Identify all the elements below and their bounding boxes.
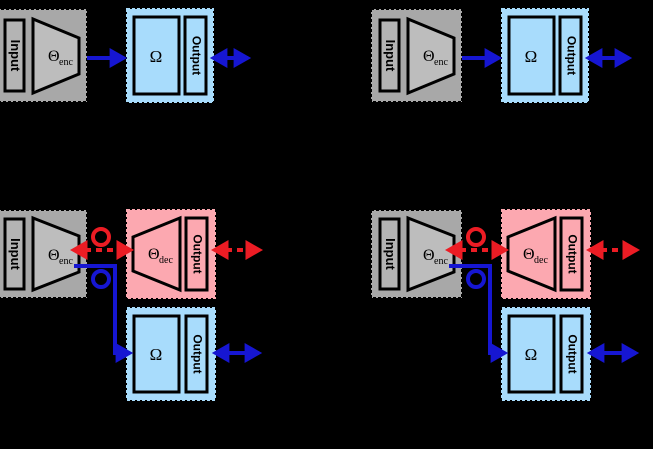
encoder-theta-sub: enc bbox=[59, 256, 73, 267]
omega-output-box bbox=[558, 15, 583, 96]
omega-output-box bbox=[184, 314, 209, 394]
omega-output-box bbox=[559, 314, 584, 394]
encoder-block[interactable]: Input Θ enc bbox=[0, 8, 88, 103]
decoder-output-box bbox=[559, 216, 584, 292]
encoder-trapezoid bbox=[406, 16, 456, 96]
decoder-block[interactable]: Θ dec Output bbox=[126, 209, 216, 299]
encoder-theta-sub: enc bbox=[434, 57, 448, 68]
omega-label: Ω bbox=[525, 47, 538, 66]
omega-label: Ω bbox=[525, 345, 538, 364]
encoder-theta-sub: enc bbox=[434, 256, 448, 267]
omega-block[interactable]: Ω Output bbox=[501, 8, 589, 103]
encoder-input-box bbox=[3, 217, 26, 291]
encoder-theta-label: Θ bbox=[48, 48, 60, 65]
encoder-block[interactable]: Input Θ enc bbox=[370, 8, 463, 103]
panel-top-left: Input Θ enc Ω Output bbox=[0, 8, 252, 103]
encoder-input-label: Input bbox=[8, 238, 23, 270]
panel-bottom-right: Input Θ enc Θ dec Output Ω Output bbox=[370, 209, 640, 401]
encoder-input-box bbox=[378, 217, 401, 291]
encoder-to-omega-arrow bbox=[449, 264, 509, 363]
omega-output-label: Output bbox=[190, 334, 204, 373]
omega-output-label: Output bbox=[189, 36, 203, 75]
red-circle-marker bbox=[466, 227, 486, 247]
encoder-input-label: Input bbox=[8, 40, 23, 72]
decoder-output-box bbox=[184, 216, 209, 292]
encoder-trapezoid bbox=[31, 215, 81, 293]
omega-block[interactable]: Ω Output bbox=[501, 307, 591, 401]
encoder-input-label: Input bbox=[383, 238, 398, 270]
encoder-trapezoid bbox=[406, 215, 456, 293]
decoder-theta-sub: dec bbox=[159, 255, 173, 266]
encoder-theta-sub: enc bbox=[59, 57, 73, 68]
encoder-theta-label: Θ bbox=[423, 247, 435, 264]
encoder-block[interactable]: Input Θ enc bbox=[0, 209, 88, 299]
omega-output-box bbox=[183, 15, 208, 96]
omega-output-label: Output bbox=[564, 36, 578, 75]
encoder-trapezoid bbox=[31, 16, 81, 96]
omega-output-label: Output bbox=[565, 334, 579, 373]
red-circle-marker bbox=[91, 227, 111, 247]
encoder-theta-label: Θ bbox=[48, 247, 60, 264]
encoder-to-omega-arrow bbox=[74, 264, 134, 363]
panel-top-right: Input Θ enc Ω Output bbox=[370, 8, 633, 103]
decoder-output-label: Output bbox=[190, 234, 204, 273]
omega-label: Ω bbox=[150, 47, 163, 66]
decoder-theta-sub: dec bbox=[534, 255, 548, 266]
encoder-block[interactable]: Input Θ enc bbox=[370, 209, 463, 299]
decoder-output-label: Output bbox=[565, 234, 579, 273]
blue-circle-marker bbox=[466, 269, 486, 289]
omega-body-box bbox=[507, 314, 556, 394]
decoder-block[interactable]: Θ dec Output bbox=[501, 209, 591, 299]
encoder-input-box bbox=[378, 18, 401, 93]
omega-body-box bbox=[132, 314, 181, 394]
omega-block[interactable]: Ω Output bbox=[126, 8, 214, 103]
omega-body-box bbox=[132, 15, 181, 96]
panel-bottom-left: Input Θ enc Θ dec Output Ω Output bbox=[0, 209, 263, 401]
decoder-theta-label: Θ bbox=[523, 246, 535, 263]
encoder-input-box bbox=[3, 18, 26, 93]
omega-label: Ω bbox=[150, 345, 163, 364]
omega-body-box bbox=[507, 15, 556, 96]
omega-block[interactable]: Ω Output bbox=[126, 307, 216, 401]
encoder-theta-label: Θ bbox=[423, 48, 435, 65]
decoder-theta-label: Θ bbox=[148, 246, 160, 263]
blue-circle-marker bbox=[91, 269, 111, 289]
encoder-input-label: Input bbox=[383, 40, 398, 72]
